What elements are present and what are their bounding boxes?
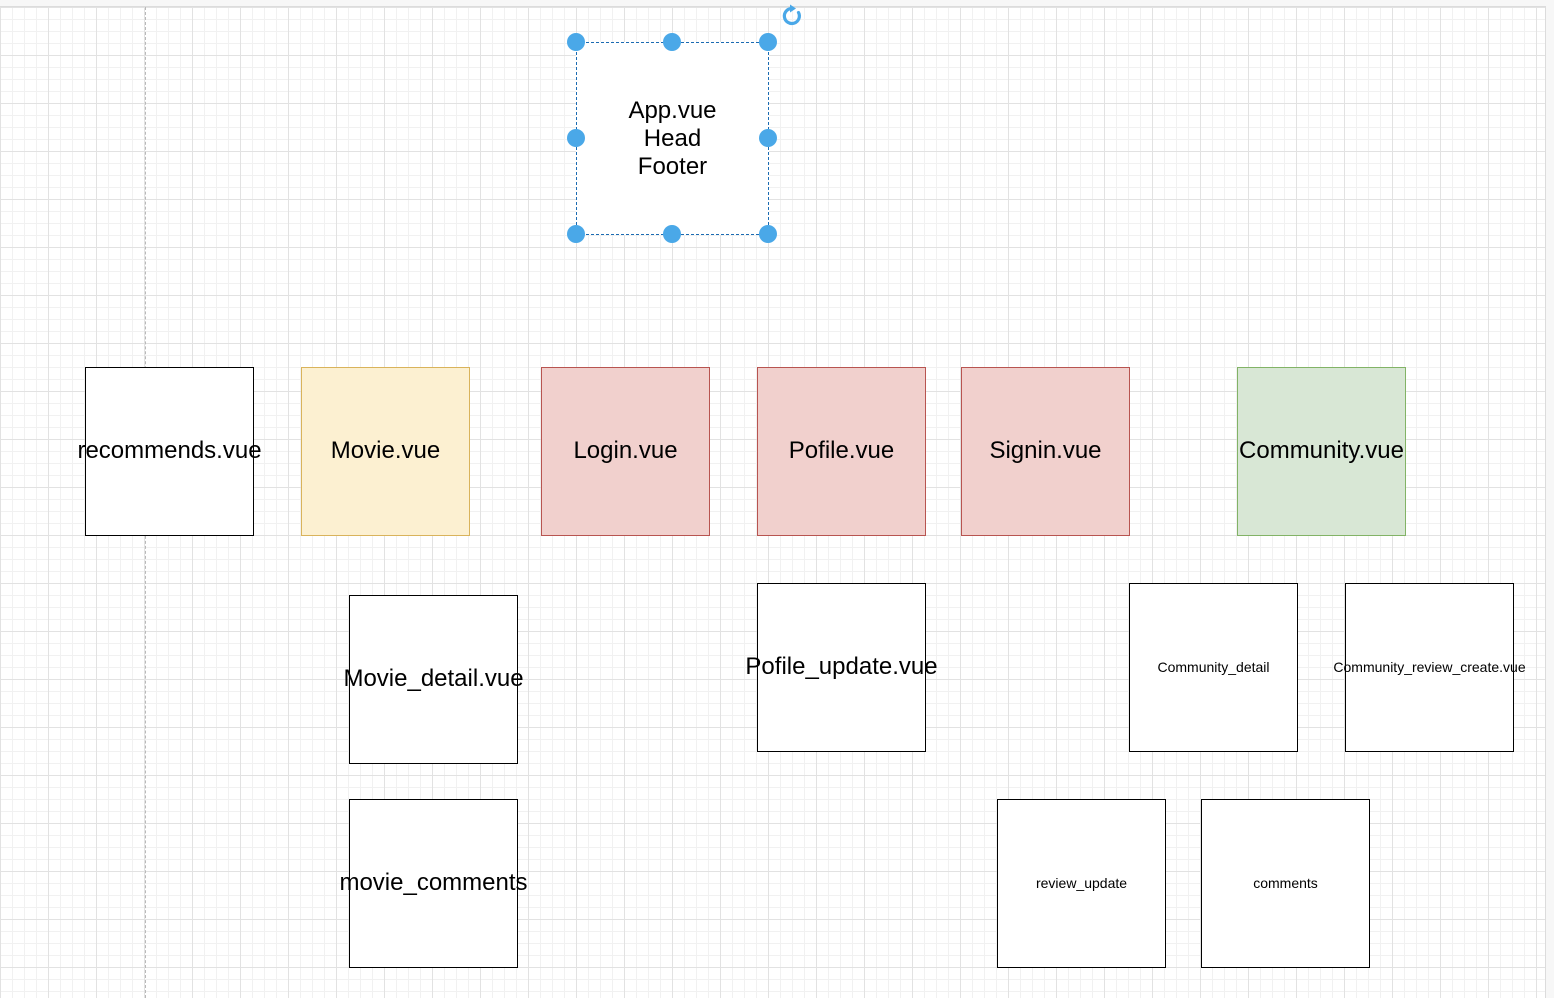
app-vue-line: Footer xyxy=(637,152,708,180)
resize-handle-top-right[interactable] xyxy=(759,33,777,51)
community-detail-label: Community_detail xyxy=(1157,659,1270,676)
app-vue-node[interactable]: App.vue Head Footer xyxy=(576,42,769,235)
resize-handle-left[interactable] xyxy=(567,129,585,147)
profile-vue-node[interactable]: Pofile.vue xyxy=(757,367,926,536)
movie-comments-node[interactable]: movie_comments xyxy=(339,799,528,968)
resize-handle-bottom[interactable] xyxy=(663,225,681,243)
resize-handle-top[interactable] xyxy=(663,33,681,51)
rotate-icon[interactable] xyxy=(779,3,805,29)
movie-comments-label: movie_comments xyxy=(339,869,528,897)
profile-update-vue-node[interactable]: Pofile_update.vue xyxy=(745,583,938,752)
community-review-create-label: Community_review_create.vue xyxy=(1333,659,1526,676)
community-vue-node[interactable]: Community.vue xyxy=(1237,367,1406,536)
movie-detail-vue-node[interactable]: Movie_detail.vue xyxy=(343,595,524,764)
canvas-scrollbar[interactable] xyxy=(1545,6,1554,998)
resize-handle-bottom-left[interactable] xyxy=(567,225,585,243)
profile-update-vue-label: Pofile_update.vue xyxy=(745,653,938,681)
community-vue-label: Community.vue xyxy=(1239,437,1404,465)
signin-vue-label: Signin.vue xyxy=(989,437,1102,465)
canvas-top-border xyxy=(0,0,1554,7)
app-vue-label: App.vue Head Footer xyxy=(628,97,716,181)
recommends-vue-node[interactable]: recommends.vue xyxy=(77,367,262,536)
recommends-vue-label: recommends.vue xyxy=(77,437,262,465)
community-detail-node[interactable]: Community_detail xyxy=(1129,583,1298,752)
review-update-label: review_update xyxy=(1035,875,1128,892)
login-vue-label: Login.vue xyxy=(573,437,678,465)
app-vue-line: App.vue xyxy=(628,96,717,124)
movie-vue-label: Movie.vue xyxy=(330,437,441,465)
movie-vue-node[interactable]: Movie.vue xyxy=(301,367,470,536)
resize-handle-right[interactable] xyxy=(759,129,777,147)
app-vue-line: Head xyxy=(643,124,702,152)
resize-handle-bottom-right[interactable] xyxy=(759,225,777,243)
community-review-create-node[interactable]: Community_review_create.vue xyxy=(1333,583,1526,752)
profile-vue-label: Pofile.vue xyxy=(788,437,895,465)
signin-vue-node[interactable]: Signin.vue xyxy=(961,367,1130,536)
comments-label: comments xyxy=(1253,875,1318,892)
login-vue-node[interactable]: Login.vue xyxy=(541,367,710,536)
review-update-node[interactable]: review_update xyxy=(997,799,1166,968)
comments-node[interactable]: comments xyxy=(1201,799,1370,968)
resize-handle-top-left[interactable] xyxy=(567,33,585,51)
movie-detail-vue-label: Movie_detail.vue xyxy=(343,665,524,693)
